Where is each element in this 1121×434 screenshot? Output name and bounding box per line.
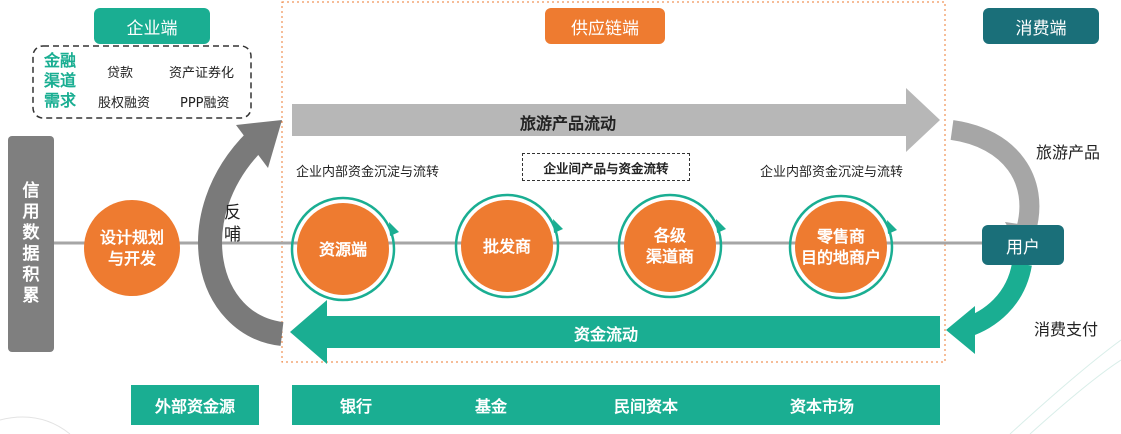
capital-flow-label: 资金流动 [574, 325, 639, 344]
credit-char: 用 [22, 202, 40, 222]
node-retailer-line1: 零售商 [816, 227, 865, 246]
node-wholesaler-line1: 批发商 [482, 236, 531, 256]
consumer-payment-arrow-head [946, 306, 975, 354]
node-wholesaler: 批发商 [461, 200, 553, 292]
node-resource-line1: 资源端 [318, 239, 367, 259]
decor-curve [1029, 359, 1121, 434]
enterprise-label: 企业端 [94, 8, 210, 44]
node-channel: 各级 渠道商 [624, 200, 716, 292]
node-channel-line2: 渠道商 [645, 247, 694, 266]
supply-chain-label: 供应链端 [545, 8, 665, 44]
fund-source-fund: 基金 [475, 397, 508, 416]
node-rings [290, 193, 894, 302]
finance-box [32, 45, 252, 119]
finance-title-line: 金融 [44, 51, 77, 70]
inter-enterprise-box: 企业间产品与资金流转 [522, 153, 690, 181]
feedback-char: 哺 [224, 225, 241, 245]
node-retailer: 零售商 目的地商户 [795, 201, 887, 293]
feedback-arrow [198, 131, 285, 346]
decor-curve [0, 416, 71, 434]
feedback-label: 反 哺 [224, 202, 241, 246]
product-flow-label: 旅游产品流动 [520, 114, 617, 133]
feedback-arrow-head [236, 120, 282, 168]
finance-title-line: 需求 [44, 91, 77, 110]
credit-char: 数 [22, 223, 40, 243]
user-node: 用户 [982, 225, 1064, 265]
finance-item-equity: 股权融资 [98, 96, 151, 111]
finance-title: 金融 渠道 需求 [44, 51, 82, 111]
node-retailer-line2: 目的地商户 [800, 248, 881, 267]
travel-products-label: 旅游产品 [1036, 143, 1101, 162]
inter-enterprise-label: 企业间产品与资金流转 [543, 160, 669, 176]
credit-char: 积 [22, 265, 40, 285]
fund-source-bank: 银行 [340, 397, 373, 416]
decor-curve [1009, 339, 1121, 434]
payment-label: 消费支付 [1034, 320, 1099, 339]
internal-capital-left: 企业内部资金沉淀与流转 [296, 165, 440, 180]
design-development-node: 设计规划 与开发 [84, 200, 180, 296]
design-line2: 与开发 [107, 249, 156, 268]
capital-flow-arrow [290, 300, 940, 364]
external-funds-label: 外部资金源 [154, 397, 235, 416]
fund-sources-bar: 银行 基金 民间资本 资本市场 [292, 385, 940, 425]
finance-item-abs: 资产证券化 [169, 66, 235, 81]
node-resource: 资源端 [297, 203, 389, 295]
finance-title-line: 渠道 [44, 71, 77, 90]
node-ring-arrowheads [389, 219, 897, 236]
consumer-product-arrow [950, 120, 1040, 233]
product-flow-arrow [292, 88, 940, 152]
credit-char: 据 [22, 244, 40, 264]
design-line1: 设计规划 [99, 228, 164, 247]
credit-data-bar: 信 用 数 据 积 累 [8, 136, 54, 352]
consumer-label: 消费端 [983, 8, 1099, 44]
internal-capital-right: 企业内部资金沉淀与流转 [760, 165, 904, 180]
credit-char: 信 [22, 181, 40, 201]
fund-source-private: 民间资本 [614, 397, 679, 416]
node-channel-line1: 各级 [653, 226, 686, 245]
credit-char: 累 [22, 286, 40, 306]
fund-source-market: 资本市场 [790, 397, 855, 416]
supply-chain-frame [281, 1, 946, 363]
feedback-char: 反 [224, 203, 241, 223]
finance-item-loan: 贷款 [107, 66, 134, 81]
external-funds-bar: 外部资金源 [131, 385, 259, 425]
finance-item-ppp: PPP融资 [180, 96, 230, 111]
